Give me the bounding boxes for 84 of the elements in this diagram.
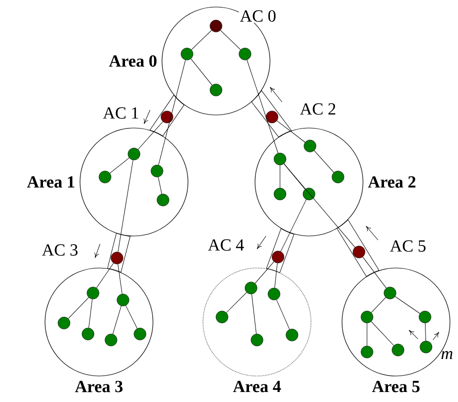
tree-line	[371, 297, 386, 313]
node-label: Area 4	[233, 380, 281, 392]
tree-node-dot	[180, 48, 194, 60]
tree-line	[110, 158, 130, 174]
tree-line	[254, 261, 274, 284]
controller-dot	[272, 250, 284, 264]
tree-line	[424, 322, 426, 342]
tree-node-dot	[392, 344, 404, 356]
tree-node-dot	[286, 328, 298, 342]
controller-dot	[352, 246, 366, 258]
tree-line	[190, 58, 212, 86]
controller-dot	[160, 110, 174, 124]
tree-line	[220, 30, 241, 50]
tree-node-dot	[128, 148, 140, 160]
controller-dot	[110, 252, 124, 264]
channel-lines	[251, 90, 292, 138]
node-label: Area 0	[109, 55, 157, 67]
tree-line	[366, 322, 368, 346]
tree-node-dot	[302, 188, 316, 200]
controller-label: AC 3	[40, 243, 80, 257]
tree-line	[96, 262, 114, 288]
controller-dot	[210, 20, 222, 32]
tree-node-dot	[86, 286, 100, 300]
tree-node-dot	[210, 84, 222, 96]
tree-line	[276, 120, 306, 142]
tree-node-dot	[238, 48, 252, 60]
controller-label: AC 0	[238, 9, 278, 23]
node-label: Area 1	[27, 176, 74, 188]
tree-line	[138, 121, 164, 150]
channel-lines	[150, 94, 184, 136]
tree-node-dot	[150, 164, 164, 178]
controller-label: AC 5	[388, 239, 428, 253]
node-label: Area 2	[368, 176, 416, 188]
node-label: Area 3	[75, 380, 123, 392]
tree-line	[251, 294, 257, 334]
channel-lines	[266, 228, 294, 273]
tree-node-dot	[104, 334, 118, 346]
tree-node-dot	[116, 294, 130, 306]
tree-node-dot	[216, 310, 228, 324]
tree-node-dot	[156, 194, 170, 206]
tree-line	[276, 299, 290, 330]
tree-node-dot	[274, 152, 286, 166]
tree-line	[246, 60, 278, 154]
tree-node-dot	[98, 170, 112, 184]
controller-label: AC 1	[102, 106, 140, 120]
tree-node-dot	[274, 188, 286, 200]
tree-node-dot	[360, 310, 374, 324]
tree-node-dot	[304, 140, 316, 152]
tree-node-dot	[332, 170, 344, 184]
tree-line	[112, 306, 122, 334]
tree-line	[314, 150, 334, 173]
tree-line	[284, 163, 356, 248]
tree-line	[274, 262, 278, 288]
controller-label: AC 4	[206, 238, 246, 252]
tree-node-dot	[82, 328, 94, 340]
tree-line	[126, 305, 138, 329]
tree-line	[284, 164, 306, 190]
tree-line	[362, 256, 387, 288]
symbol-label: m	[441, 351, 452, 359]
tree-line	[158, 60, 186, 166]
tree-line	[191, 30, 212, 50]
tree-node-dot	[268, 288, 280, 300]
tree-node-dot	[134, 328, 146, 340]
tree-line	[68, 297, 89, 319]
tree-node-dot	[58, 316, 70, 330]
tree-line	[158, 176, 162, 194]
tree-line	[88, 298, 92, 328]
tree-line	[394, 296, 420, 314]
tree-node-dot	[418, 310, 432, 324]
tree-line	[226, 292, 247, 313]
channel-lines	[336, 219, 380, 277]
tree-node-dot	[360, 346, 374, 358]
tree-node-dot	[420, 340, 432, 354]
tree-node-dot	[384, 286, 396, 300]
tree-node-dot	[250, 334, 264, 346]
tree-line	[118, 264, 122, 294]
tree-line	[280, 199, 307, 252]
tree-node-dot	[244, 282, 258, 294]
controller-dot	[266, 110, 278, 124]
tree-line	[118, 160, 134, 252]
node-label: Area 5	[372, 380, 420, 392]
controller-label: AC 2	[298, 102, 338, 116]
tree-line	[371, 321, 394, 346]
channel-lines	[107, 233, 130, 273]
